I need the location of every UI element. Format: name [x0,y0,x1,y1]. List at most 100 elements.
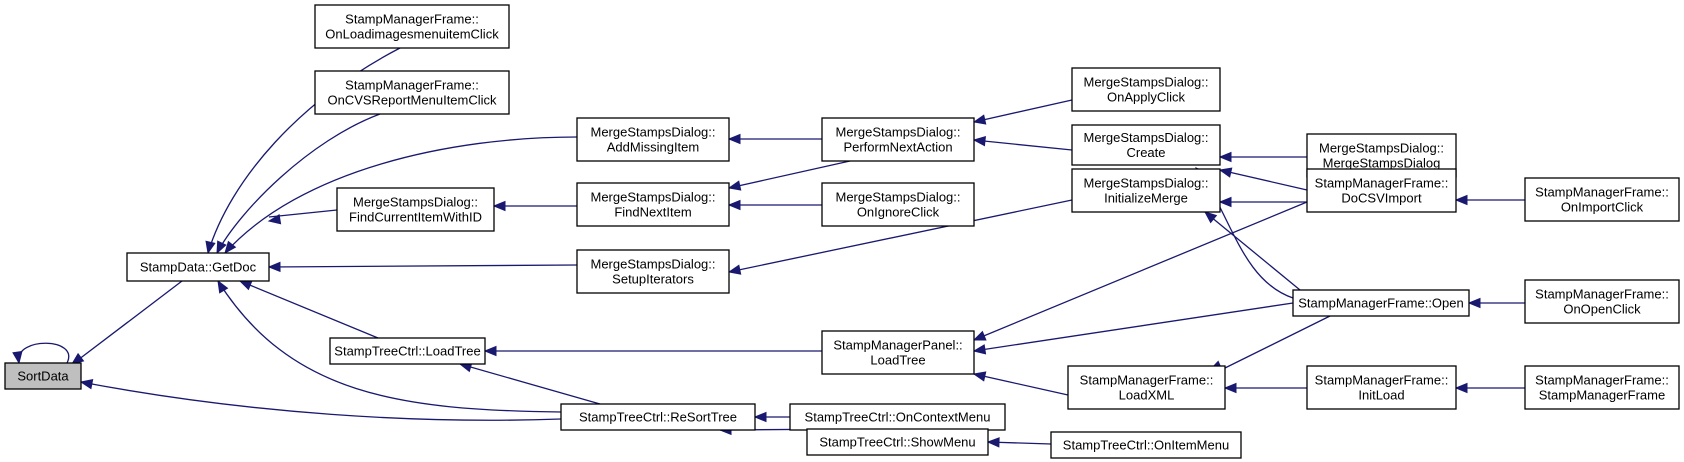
node-label-oncvsreport-line-0: StampManagerFrame:: [345,78,479,93]
edge-smframe-to-initload-arrowhead [1454,382,1468,394]
node-box-loadtree_ctrl [329,337,486,365]
edge-initload-to-loadxml-arrowhead [1223,382,1237,394]
node-box-panel_loadtree [821,330,975,375]
node-label-onitemmenu-line-0: StampTreeCtrl::OnItemMenu [1063,438,1229,453]
edge-loadxml-to-panel_loadtree-arrowhead [972,371,987,382]
edge-loadtree_ctrl-to-getdoc-arrowhead [238,280,253,291]
node-label-resort-line-0: StampTreeCtrl::ReSortTree [579,410,737,425]
edge-open-to-initmerge [1204,211,1301,291]
node-label-onloadimages-line-0: StampManagerFrame:: [345,12,479,27]
node-performnext[interactable]: MergeStampsDialog::PerformNextAction [821,117,975,162]
node-label-panel_loadtree-line-0: StampManagerPanel:: [833,338,962,353]
node-loadxml[interactable]: StampManagerFrame::LoadXML [1067,365,1226,410]
edge-open-to-initmerge-arrowhead [1203,211,1218,224]
node-label-setupiter-line-1: SetupIterators [612,272,694,287]
node-initmerge[interactable]: MergeStampsDialog::InitializeMerge [1071,168,1221,213]
edge-resort-to-sortdata-arrowhead [79,379,94,390]
edge-resort-to-getdoc [217,280,562,413]
node-label-setupiter-line-0: MergeStampsDialog:: [591,257,716,272]
node-label-onopen-line-1: OnOpenClick [1563,302,1641,317]
node-onimport[interactable]: StampManagerFrame::OnImportClick [1524,177,1680,222]
edge-onimport-to-docsv-arrowhead [1454,194,1468,206]
node-label-create-line-0: MergeStampsDialog:: [1084,130,1209,145]
edge-docsv-to-panel_loadtree [973,201,1308,341]
node-box-findnext [576,182,730,227]
node-onloadimages[interactable]: StampManagerFrame::OnLoadimagesmenuitemC… [314,4,510,49]
node-showmenu[interactable]: StampTreeCtrl::ShowMenu [806,428,989,456]
edge-getdoc-to-sortdata [73,280,183,364]
node-label-onignore-line-0: MergeStampsDialog:: [836,190,961,205]
edge-findcurrent-to-getdoc [268,209,338,218]
node-label-showmenu-line-0: StampTreeCtrl::ShowMenu [819,435,975,450]
node-label-performnext-line-1: PerformNextAction [843,140,952,155]
node-box-onloadimages [314,4,510,49]
node-box-oncvsreport [314,70,510,115]
edge-resort-to-loadtree_ctrl [459,363,601,405]
edge-open-to-loadxml [1224,315,1331,369]
node-label-onimport-line-1: OnImportClick [1561,200,1644,215]
node-findcurrent[interactable]: MergeStampsDialog::FindCurrentItemWithID [336,187,495,232]
node-findnext[interactable]: MergeStampsDialog::FindNextItem [576,182,730,227]
edge-onloadimages-to-getdoc [207,47,401,254]
node-label-initmerge-line-0: MergeStampsDialog:: [1084,176,1209,191]
edge-docsv-to-initmerge-arrowhead [1218,196,1232,208]
edge-addmissing-to-getdoc [224,136,578,254]
edges-layer [12,47,1525,448]
node-onignore[interactable]: MergeStampsDialog::OnIgnoreClick [821,182,975,227]
node-panel_loadtree[interactable]: StampManagerPanel::LoadTree [821,330,975,375]
node-box-showmenu [806,428,989,456]
node-label-docsv-line-0: StampManagerFrame:: [1315,176,1449,191]
edge-onitemmenu-to-showmenu-arrowhead [986,437,1000,448]
edge-sortdata-to-sortdata-arrowhead [12,350,23,365]
node-label-addmissing-line-1: AddMissingItem [607,140,699,155]
node-resort[interactable]: StampTreeCtrl::ReSortTree [560,403,756,431]
node-label-initload-line-0: StampManagerFrame:: [1315,373,1449,388]
node-addmissing[interactable]: MergeStampsDialog::AddMissingItem [576,117,730,162]
node-oncontext[interactable]: StampTreeCtrl::OnContextMenu [789,403,1006,431]
edge-performnext-to-addmissing-arrowhead [727,133,741,145]
edge-performnext-to-findnext-arrowhead [727,180,742,191]
edge-docsv-to-panel_loadtree-arrowhead [972,330,987,341]
edge-mergedlg-to-create-arrowhead [1218,151,1232,163]
node-label-findcurrent-line-0: MergeStampsDialog:: [353,195,478,210]
node-label-findcurrent-line-1: FindCurrentItemWithID [349,210,482,225]
edge-setupiter-to-getdoc-arrowhead [267,261,281,273]
node-box-sortdata [4,362,82,390]
node-label-panel_loadtree-line-1: LoadTree [870,353,925,368]
node-label-mergedlg-line-0: MergeStampsDialog:: [1319,141,1444,156]
node-label-initmerge-line-1: InitializeMerge [1104,191,1188,206]
node-onopen[interactable]: StampManagerFrame::OnOpenClick [1524,279,1680,324]
node-box-addmissing [576,117,730,162]
node-oncvsreport[interactable]: StampManagerFrame::OnCVSReportMenuItemCl… [314,70,510,115]
node-sortdata[interactable]: SortData [4,362,82,390]
node-label-onimport-line-0: StampManagerFrame:: [1535,185,1669,200]
node-box-docsv [1306,168,1457,213]
node-box-onitemmenu [1050,431,1242,459]
node-onapply[interactable]: MergeStampsDialog::OnApplyClick [1071,67,1221,112]
edge-loadtree_ctrl-to-getdoc [239,280,379,339]
node-docsv[interactable]: StampManagerFrame::DoCSVImport [1306,168,1457,213]
node-getdoc[interactable]: StampData::GetDoc [126,252,270,282]
node-label-docsv-line-1: DoCSVImport [1341,191,1422,206]
node-label-loadtree_ctrl-line-0: StampTreeCtrl::LoadTree [334,344,480,359]
node-box-open [1292,289,1470,317]
edge-initmerge-to-setupiter-arrowhead [727,264,742,275]
edge-addmissing-to-getdoc-arrowhead [224,240,237,255]
edge-oncvsreport-to-getdoc-arrowhead [216,240,227,255]
node-label-onapply-line-0: MergeStampsDialog:: [1084,75,1209,90]
node-label-smframe-line-0: StampManagerFrame:: [1535,373,1669,388]
node-box-onimport [1524,177,1680,222]
node-box-initmerge [1071,168,1221,213]
edge-open-to-panel_loadtree-arrowhead [972,344,987,355]
node-onitemmenu[interactable]: StampTreeCtrl::OnItemMenu [1050,431,1242,459]
node-create[interactable]: MergeStampsDialog::Create [1071,124,1221,166]
node-initload[interactable]: StampManagerFrame::InitLoad [1306,365,1457,410]
edge-onapply-to-performnext [973,99,1073,123]
node-label-performnext-line-0: MergeStampsDialog:: [836,125,961,140]
node-label-loadxml-line-0: StampManagerFrame:: [1080,373,1214,388]
node-smframe[interactable]: StampManagerFrame::StampManagerFrame [1524,365,1680,410]
node-loadtree_ctrl[interactable]: StampTreeCtrl::LoadTree [329,337,486,365]
node-setupiter[interactable]: MergeStampsDialog::SetupIterators [576,249,730,294]
node-label-oncvsreport-line-1: OnCVSReportMenuItemClick [327,93,497,108]
node-open[interactable]: StampManagerFrame::Open [1292,289,1470,317]
